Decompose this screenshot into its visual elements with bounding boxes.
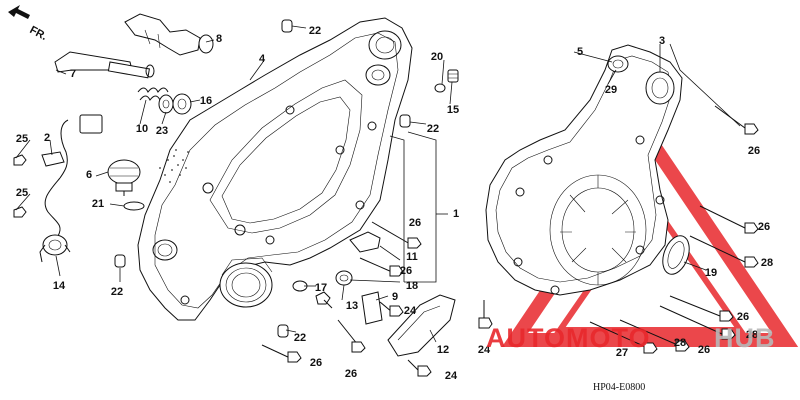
callout-c10: 10 [136,123,148,135]
right-crankcase-cover [137,17,413,321]
dowel-pins [114,19,411,338]
callout-c23: 23 [156,125,168,137]
callout-c22d: 22 [294,332,306,344]
callout-c2: 2 [44,132,50,144]
callout-c28b: 28 [746,329,758,341]
cover-plate-12 [387,294,456,357]
bolt-17 [315,291,333,309]
callout-c26e: 26 [737,311,749,323]
bolts [261,105,759,377]
watermark-text-automoto: AUTOMOTO [486,323,651,353]
callout-c26f: 26 [310,357,322,369]
callout-c26a: 26 [748,145,760,157]
breather-plug-15 [447,69,459,83]
callout-c21: 21 [92,198,104,210]
oil-seal-19 [662,235,690,275]
collar-16 [172,93,192,115]
plug-13 [335,270,353,286]
callout-c24c: 24 [445,370,458,382]
diagram-code: HP04-E0800 [593,382,645,393]
callout-c25a: 25 [16,133,28,145]
watermark-text: AUTOMOTO HUB [486,323,776,353]
callout-c4: 4 [259,53,266,65]
direction-label: FR. [28,24,49,43]
washer-20 [434,83,446,93]
callout-c29: 29 [605,84,617,96]
callout-c20: 20 [431,51,443,63]
plate-9 [361,291,383,325]
callout-c11: 11 [406,251,418,263]
callout-c18: 18 [406,280,418,292]
switch-sensor-14 [39,114,103,263]
callout-c19: 19 [705,267,717,279]
clamp-2 [41,151,65,167]
callout-c8: 8 [216,33,222,45]
callout-c28c: 28 [674,337,686,349]
kickstarter-spindle-7 [54,51,155,79]
o-ring-21 [123,201,145,211]
spindle-assembly-8 [124,13,214,56]
callout-c13: 13 [346,300,358,312]
spring-10 [137,87,169,101]
arrow-icon [8,5,30,19]
callout-c26c: 26 [409,217,421,229]
callout-c26d: 26 [400,265,412,277]
bolt-25a [13,154,27,166]
callout-c1: 1 [453,208,459,220]
bolt-25b [13,206,27,218]
callout-c17: 17 [315,282,327,294]
callout-c26b: 26 [758,221,770,233]
watermark-text-hub: HUB [714,323,776,353]
callout-c28a: 28 [761,257,773,269]
washer-23 [158,94,174,114]
callout-c24a: 24 [404,305,417,317]
clutch-cover [485,44,683,296]
callout-c3: 3 [659,35,665,47]
callout-c15: 15 [447,104,459,116]
oil-filler-cap-6 [107,159,141,196]
callout-c7: 7 [70,68,76,80]
callout-c27: 27 [616,347,628,359]
callout-c12: 12 [437,344,449,356]
callout-c16: 16 [200,95,212,107]
callout-c25b: 25 [16,187,28,199]
gasket-texture [159,149,189,183]
callout-c14: 14 [53,280,66,292]
callout-c9: 9 [392,291,398,303]
callout-c22a: 22 [309,25,321,37]
callout-c22b: 22 [427,123,439,135]
front-direction-indicator: FR. [8,5,49,43]
callout-c5: 5 [577,46,583,58]
callout-c22c: 22 [111,286,123,298]
callout-c6: 6 [86,169,92,181]
oil-pass-pipe-11 [349,231,381,253]
callout-c26g: 26 [345,368,357,380]
leader-lines [15,25,741,343]
callout-c24b: 24 [478,344,491,356]
callout-c26h: 26 [698,344,710,356]
